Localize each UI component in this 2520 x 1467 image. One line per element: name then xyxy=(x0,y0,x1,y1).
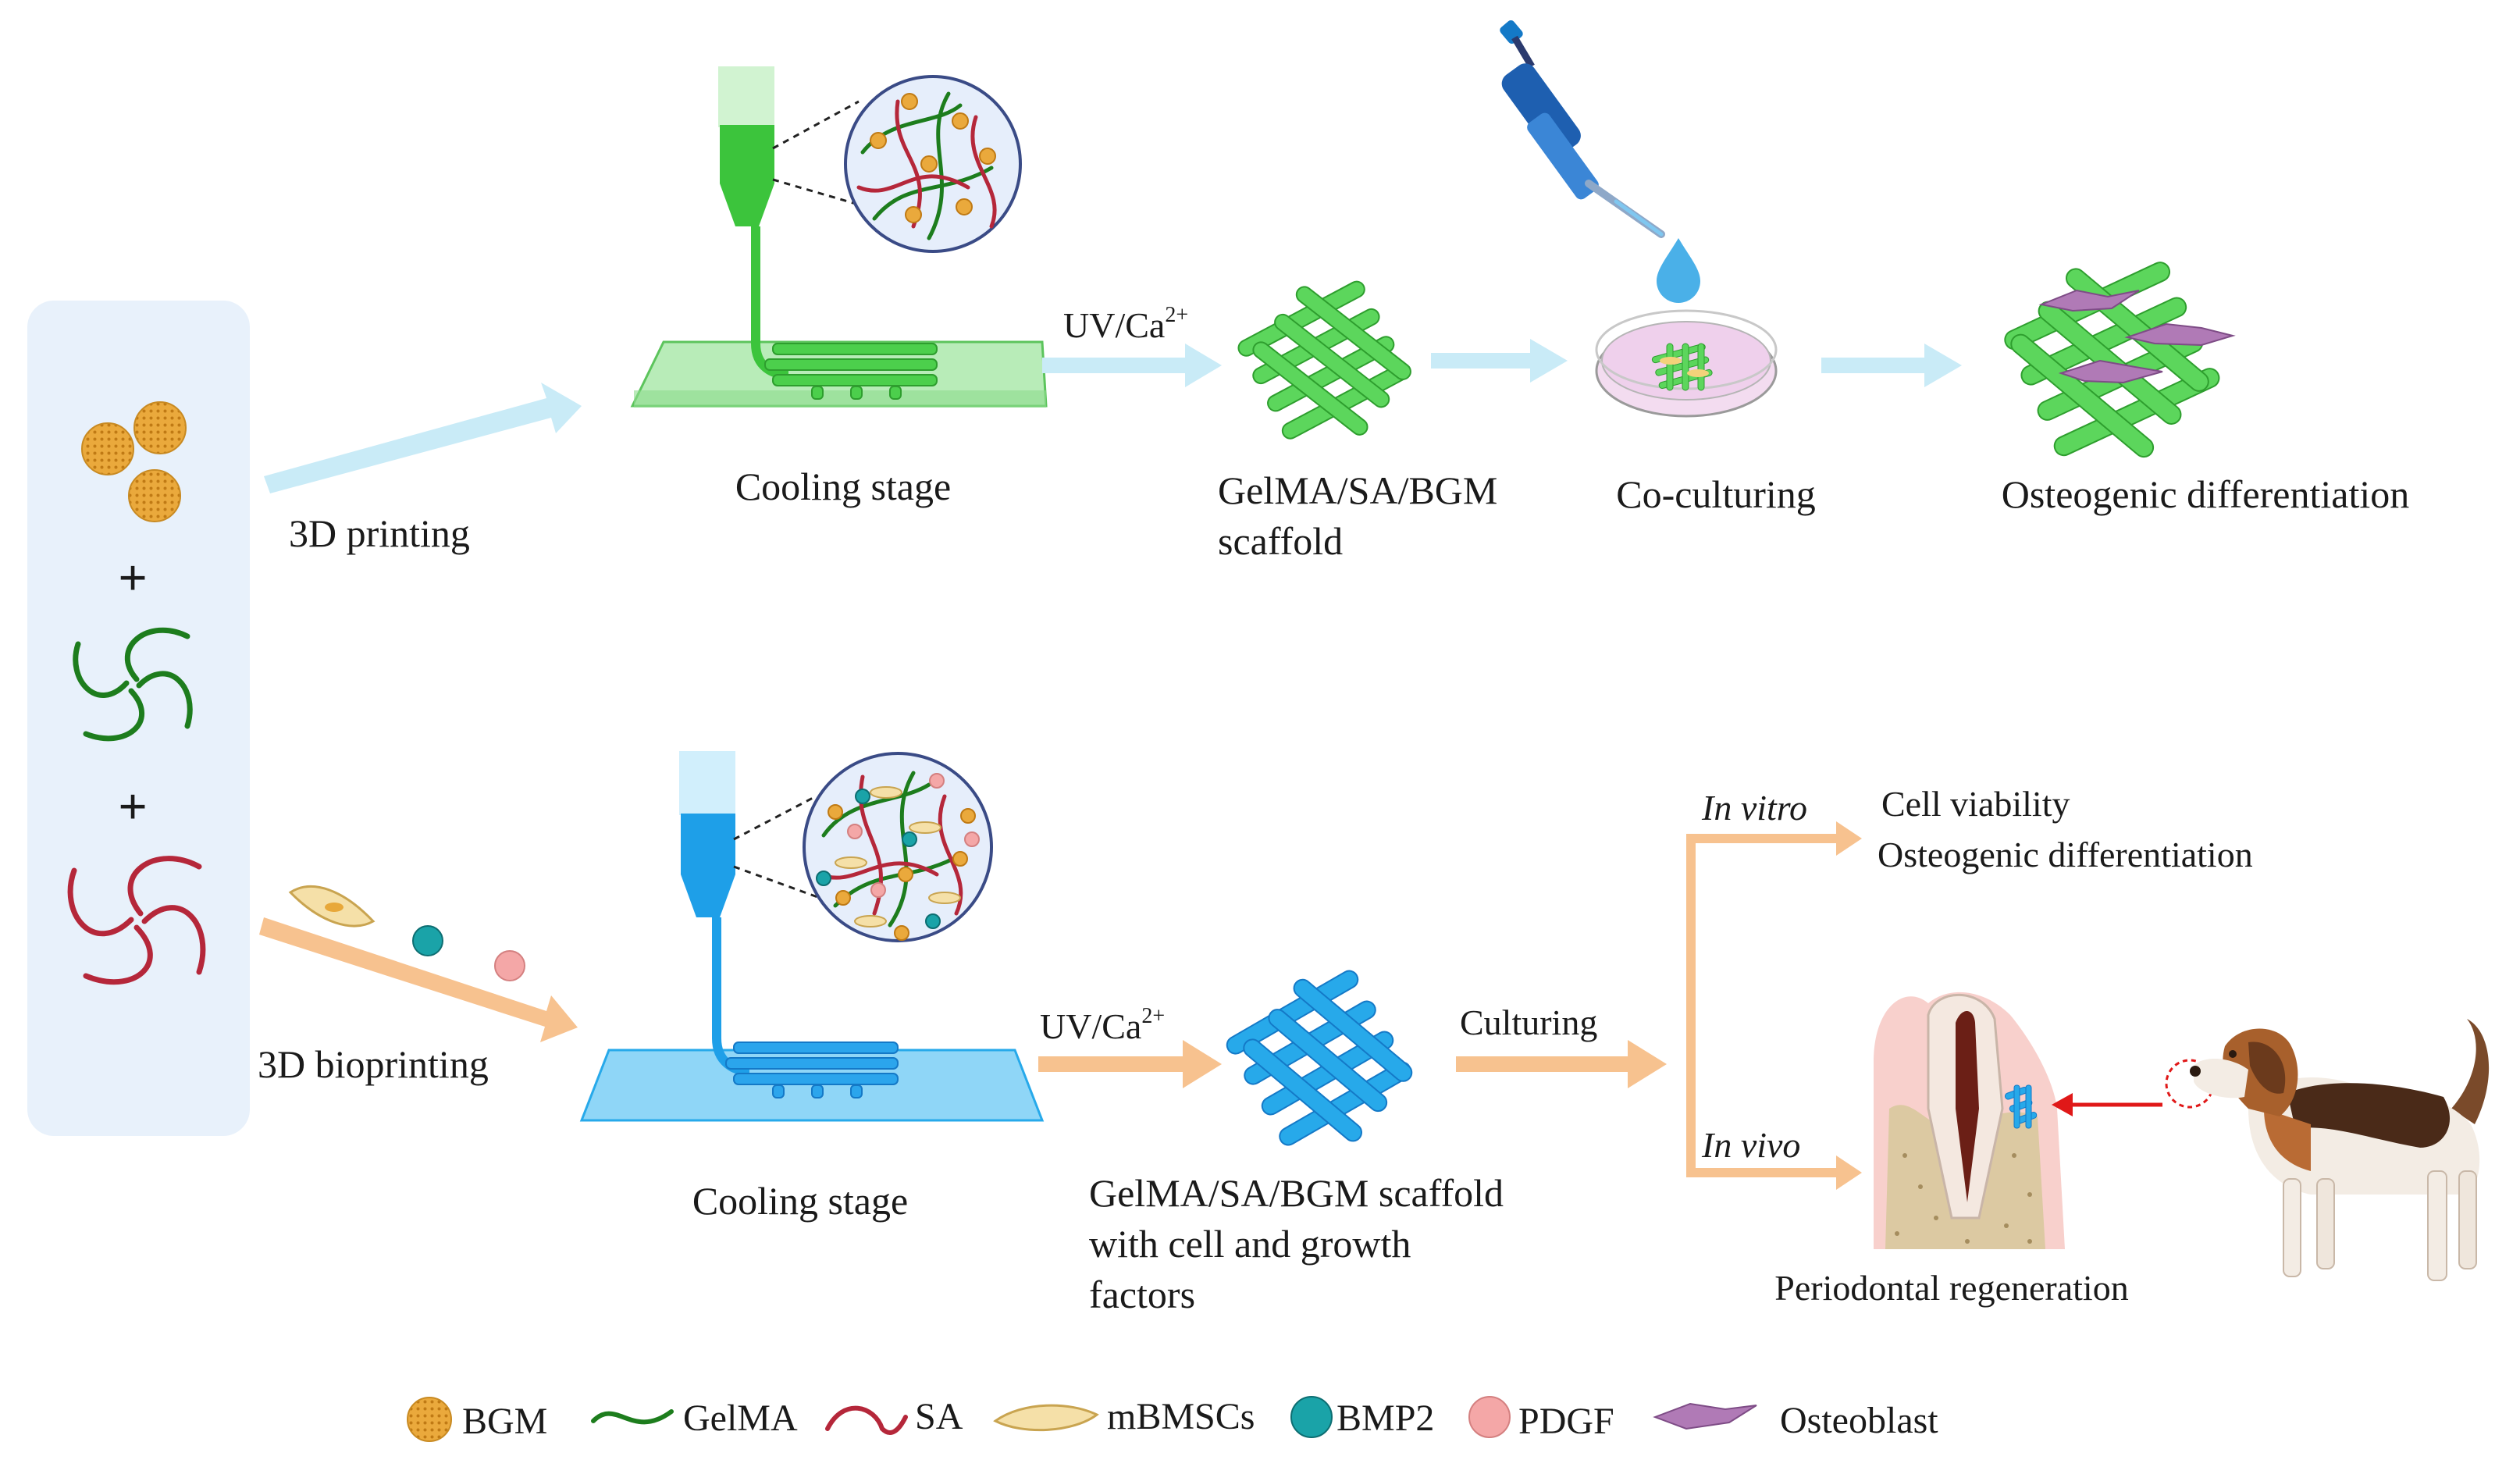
label-osteogenic-differentiation: Osteogenic differentiation xyxy=(2002,472,2410,516)
pipette-icon xyxy=(1500,20,1700,303)
label-top-scaffold-line2: scaffold xyxy=(1218,519,1343,563)
legend-item-gelma: GelMA xyxy=(591,1398,798,1439)
label-bottom-scaffold-line3: factors xyxy=(1089,1273,1195,1316)
laser-arrow xyxy=(2052,1059,2215,1116)
petri-dish xyxy=(1595,309,1778,418)
label-3d-bioprinting: 3D bioprinting xyxy=(258,1042,489,1086)
bgm-particles xyxy=(81,401,187,522)
legend-label-osteoblast: Osteoblast xyxy=(1780,1400,1938,1441)
pdgf-sphere-icon xyxy=(1468,1396,1511,1438)
label-3d-printing: 3D printing xyxy=(289,511,470,555)
sa-pinwheel xyxy=(67,856,206,985)
bioink-zoom-bottom xyxy=(803,752,993,942)
legend-label-mbmscs: mBMSCs xyxy=(1107,1396,1255,1437)
legend-label-gelma: GelMA xyxy=(683,1398,798,1439)
arrow-3d-bioprinting xyxy=(259,917,578,1042)
branch-arrows xyxy=(1686,821,1862,1190)
label-top-scaffold-line1: GelMA/SA/BGM xyxy=(1218,468,1497,512)
legend-item-sa: SA xyxy=(825,1396,963,1437)
bmp2-sphere-icon xyxy=(1290,1396,1333,1438)
bioink-zoom-top xyxy=(844,75,1022,253)
bgm-sphere-icon xyxy=(407,1397,452,1442)
label-co-culturing: Co-culturing xyxy=(1616,472,1816,516)
legend-item-osteoblast: Osteoblast xyxy=(1653,1400,1938,1441)
legend-label-bmp2: BMP2 xyxy=(1337,1398,1434,1439)
mbmsc-cell-icon xyxy=(993,1404,1099,1432)
osteoblast-cell-icon xyxy=(1653,1402,1757,1430)
materials-panel: + + xyxy=(27,301,250,1136)
periodontal-tooth xyxy=(1874,992,2065,1249)
arrow-3d-printing xyxy=(264,383,582,493)
sa-strand-icon xyxy=(825,1405,908,1435)
legend-item-bgm: BGM xyxy=(407,1397,547,1442)
blue-scaffold xyxy=(1226,970,1413,1146)
scaffold-with-osteoblasts xyxy=(2004,262,2236,458)
legend-item-pdgf: PDGF xyxy=(1468,1396,1614,1442)
legend-item-bmp2: BMP2 xyxy=(1290,1396,1434,1439)
legend-label-bgm: BGM xyxy=(462,1401,547,1442)
plus-sign-2: + xyxy=(118,778,148,835)
label-top-uv: UV/Ca2+ xyxy=(1063,303,1188,345)
legend-label-sa: SA xyxy=(915,1396,963,1437)
blue-bioprinter xyxy=(579,751,1045,1122)
gelma-pinwheel xyxy=(73,627,193,742)
gelma-strand-icon xyxy=(591,1409,674,1425)
plus-sign-1: + xyxy=(118,550,148,607)
bioprint-components xyxy=(288,885,525,981)
label-in-vivo: In vivo xyxy=(1701,1125,1800,1165)
green-scaffold xyxy=(1237,280,1411,440)
label-culturing: Culturing xyxy=(1460,1002,1597,1042)
label-cell-viability: Cell viability xyxy=(1881,784,2070,824)
label-bottom-uv: UV/Ca2+ xyxy=(1040,1004,1165,1046)
label-periodontal-regeneration: Periodontal regeneration xyxy=(1774,1268,2128,1308)
arrow-top-to-osteo xyxy=(1821,344,1962,387)
label-in-vitro-osteogenic: Osteogenic differentiation xyxy=(1878,835,2253,874)
arrow-top-to-coculture xyxy=(1431,339,1568,383)
label-top-cooling-stage: Cooling stage xyxy=(735,465,951,508)
label-in-vitro: In vitro xyxy=(1701,788,1807,828)
legend-item-mbmscs: mBMSCs xyxy=(993,1396,1255,1437)
arrow-culturing xyxy=(1456,1040,1667,1088)
arrow-bottom-uv xyxy=(1038,1040,1222,1088)
green-bioprinter xyxy=(630,66,1048,408)
label-bottom-cooling-stage: Cooling stage xyxy=(692,1179,908,1223)
arrow-top-uv xyxy=(1042,344,1222,387)
legend: BGM GelMA SA mBMSCs BMP2 PDGF Osteoblast xyxy=(407,1396,1938,1442)
beagle-dog-icon xyxy=(2190,1019,2490,1281)
label-bottom-scaffold-line1: GelMA/SA/BGM scaffold xyxy=(1089,1171,1504,1215)
legend-label-pdgf: PDGF xyxy=(1518,1401,1614,1442)
label-bottom-scaffold-line2: with cell and growth xyxy=(1089,1222,1411,1266)
